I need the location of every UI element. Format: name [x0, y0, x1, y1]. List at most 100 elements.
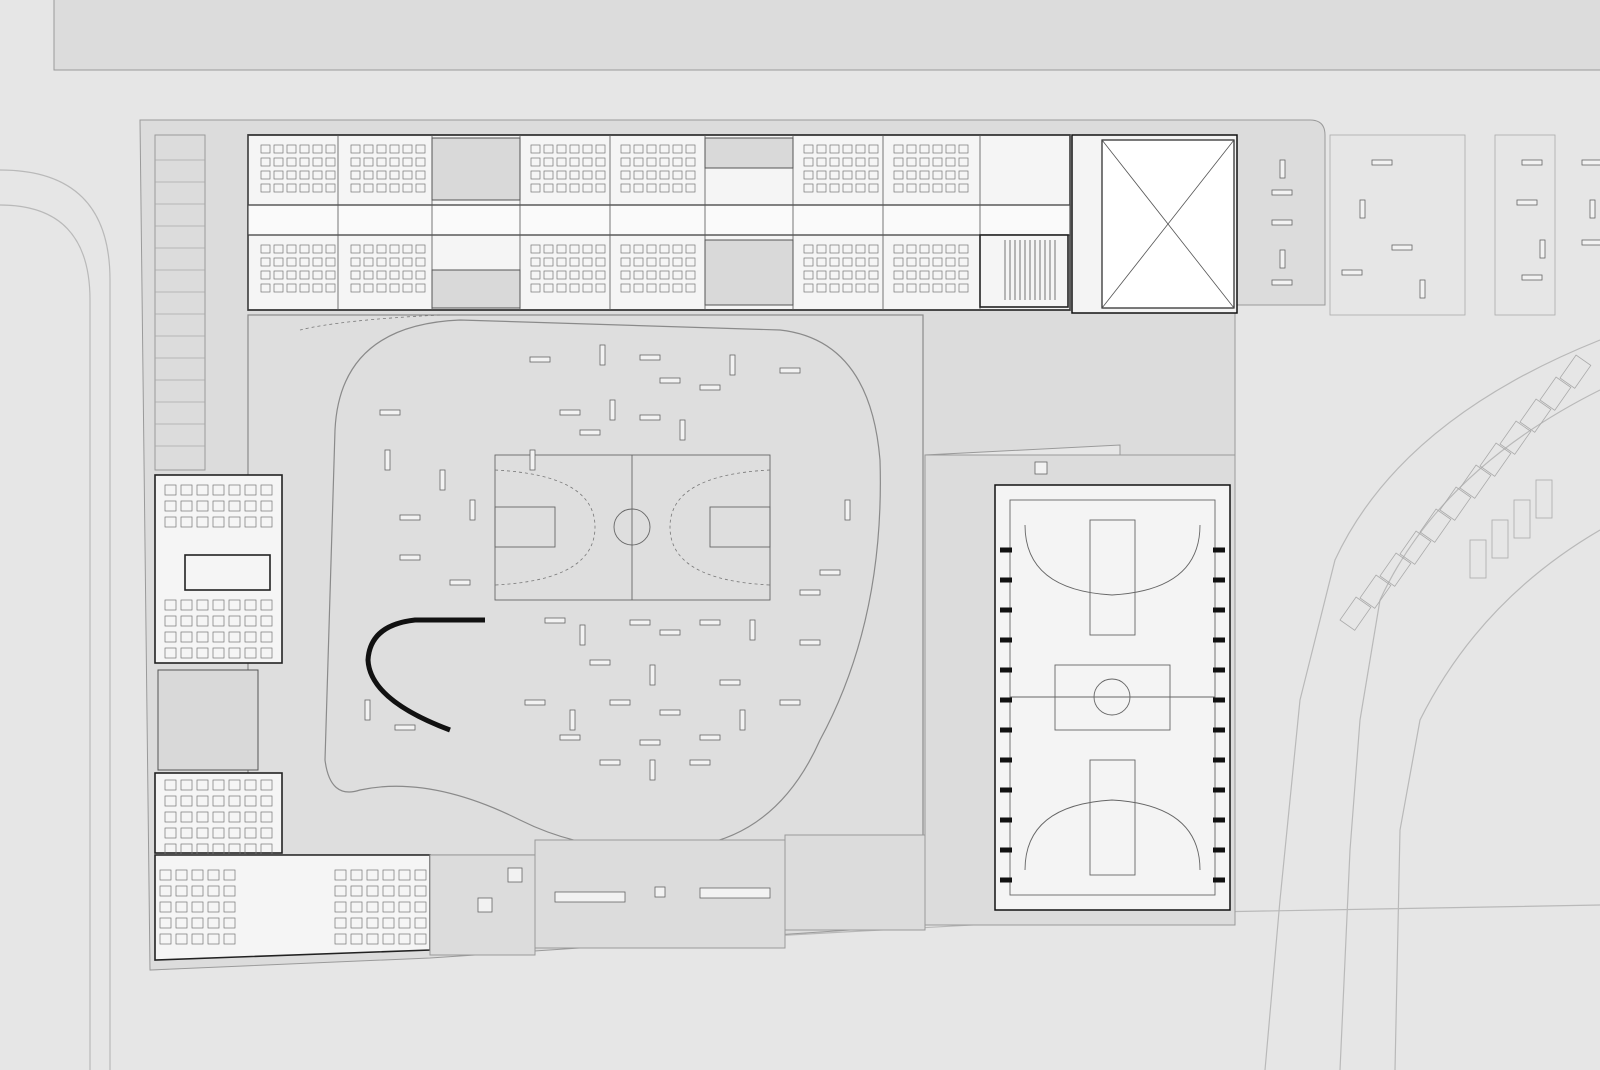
- bench: [589, 659, 611, 666]
- desk: [350, 917, 363, 929]
- desk: [415, 183, 426, 193]
- desk: [829, 144, 840, 154]
- desk: [196, 811, 209, 823]
- desk: [569, 257, 580, 267]
- desk: [286, 257, 297, 267]
- desk: [260, 157, 271, 167]
- right-road-outer: [1264, 339, 1600, 1070]
- parked-car: [1469, 539, 1487, 579]
- desk: [855, 183, 866, 193]
- diagonal-parking-bay: [1519, 398, 1552, 433]
- desk: [672, 144, 683, 154]
- desk: [312, 144, 323, 154]
- desk: [543, 283, 554, 293]
- desk: [906, 144, 917, 154]
- bench: [544, 617, 566, 624]
- desk: [212, 795, 225, 807]
- parked-car: [1535, 479, 1553, 519]
- bench: [609, 699, 631, 706]
- desk: [228, 795, 241, 807]
- desk: [325, 283, 336, 293]
- desk: [260, 283, 271, 293]
- desk: [350, 257, 361, 267]
- desk: [919, 170, 930, 180]
- desk: [196, 615, 209, 627]
- desk: [244, 779, 257, 791]
- desk: [829, 270, 840, 280]
- desk: [906, 270, 917, 280]
- bench: [609, 399, 616, 421]
- desk: [164, 615, 177, 627]
- desk: [212, 811, 225, 823]
- desk: [803, 144, 814, 154]
- desk: [659, 144, 670, 154]
- bench: [559, 409, 581, 416]
- desk: [325, 144, 336, 154]
- desk: [273, 144, 284, 154]
- desk: [414, 917, 427, 929]
- desk: [569, 183, 580, 193]
- desk: [376, 257, 387, 267]
- desk: [685, 183, 696, 193]
- desk: [312, 270, 323, 280]
- desk: [945, 183, 956, 193]
- desk: [175, 885, 188, 897]
- desk: [543, 170, 554, 180]
- desk: [191, 901, 204, 913]
- bench: [394, 724, 416, 731]
- desk: [191, 933, 204, 945]
- desk: [244, 647, 257, 659]
- desk: [312, 157, 323, 167]
- desk: [595, 144, 606, 154]
- diagonal-parking-bay: [1539, 376, 1572, 411]
- desk: [334, 869, 347, 881]
- desk: [180, 631, 193, 643]
- desk: [685, 270, 696, 280]
- desk: [868, 257, 879, 267]
- desk: [672, 157, 683, 167]
- desk: [945, 170, 956, 180]
- desk: [595, 183, 606, 193]
- parked-car: [1279, 249, 1286, 269]
- desk: [582, 257, 593, 267]
- desk: [260, 183, 271, 193]
- desk: [175, 869, 188, 881]
- desk: [376, 157, 387, 167]
- desk: [415, 144, 426, 154]
- parked-car: [1271, 219, 1293, 226]
- desk: [816, 183, 827, 193]
- desk: [659, 183, 670, 193]
- desk: [350, 170, 361, 180]
- desk: [389, 183, 400, 193]
- desk: [180, 647, 193, 659]
- desk: [376, 144, 387, 154]
- bench: [379, 409, 401, 416]
- desk: [402, 270, 413, 280]
- bench: [364, 699, 371, 721]
- desk: [376, 244, 387, 254]
- desk: [382, 885, 395, 897]
- bench: [639, 354, 661, 361]
- desk: [228, 615, 241, 627]
- desk: [530, 283, 541, 293]
- desk: [164, 779, 177, 791]
- desk: [389, 270, 400, 280]
- desk: [415, 257, 426, 267]
- desk: [958, 283, 969, 293]
- desk: [196, 843, 209, 855]
- bench: [599, 759, 621, 766]
- bench: [629, 619, 651, 626]
- desk: [228, 843, 241, 855]
- desk: [299, 283, 310, 293]
- desk: [543, 270, 554, 280]
- stairwell: [979, 234, 1069, 308]
- desk: [816, 170, 827, 180]
- bench: [819, 569, 841, 576]
- desk: [260, 827, 273, 839]
- top-street-block: [53, 0, 1600, 71]
- desk: [312, 170, 323, 180]
- desk: [366, 933, 379, 945]
- desk: [620, 283, 631, 293]
- desk: [180, 843, 193, 855]
- desk: [569, 270, 580, 280]
